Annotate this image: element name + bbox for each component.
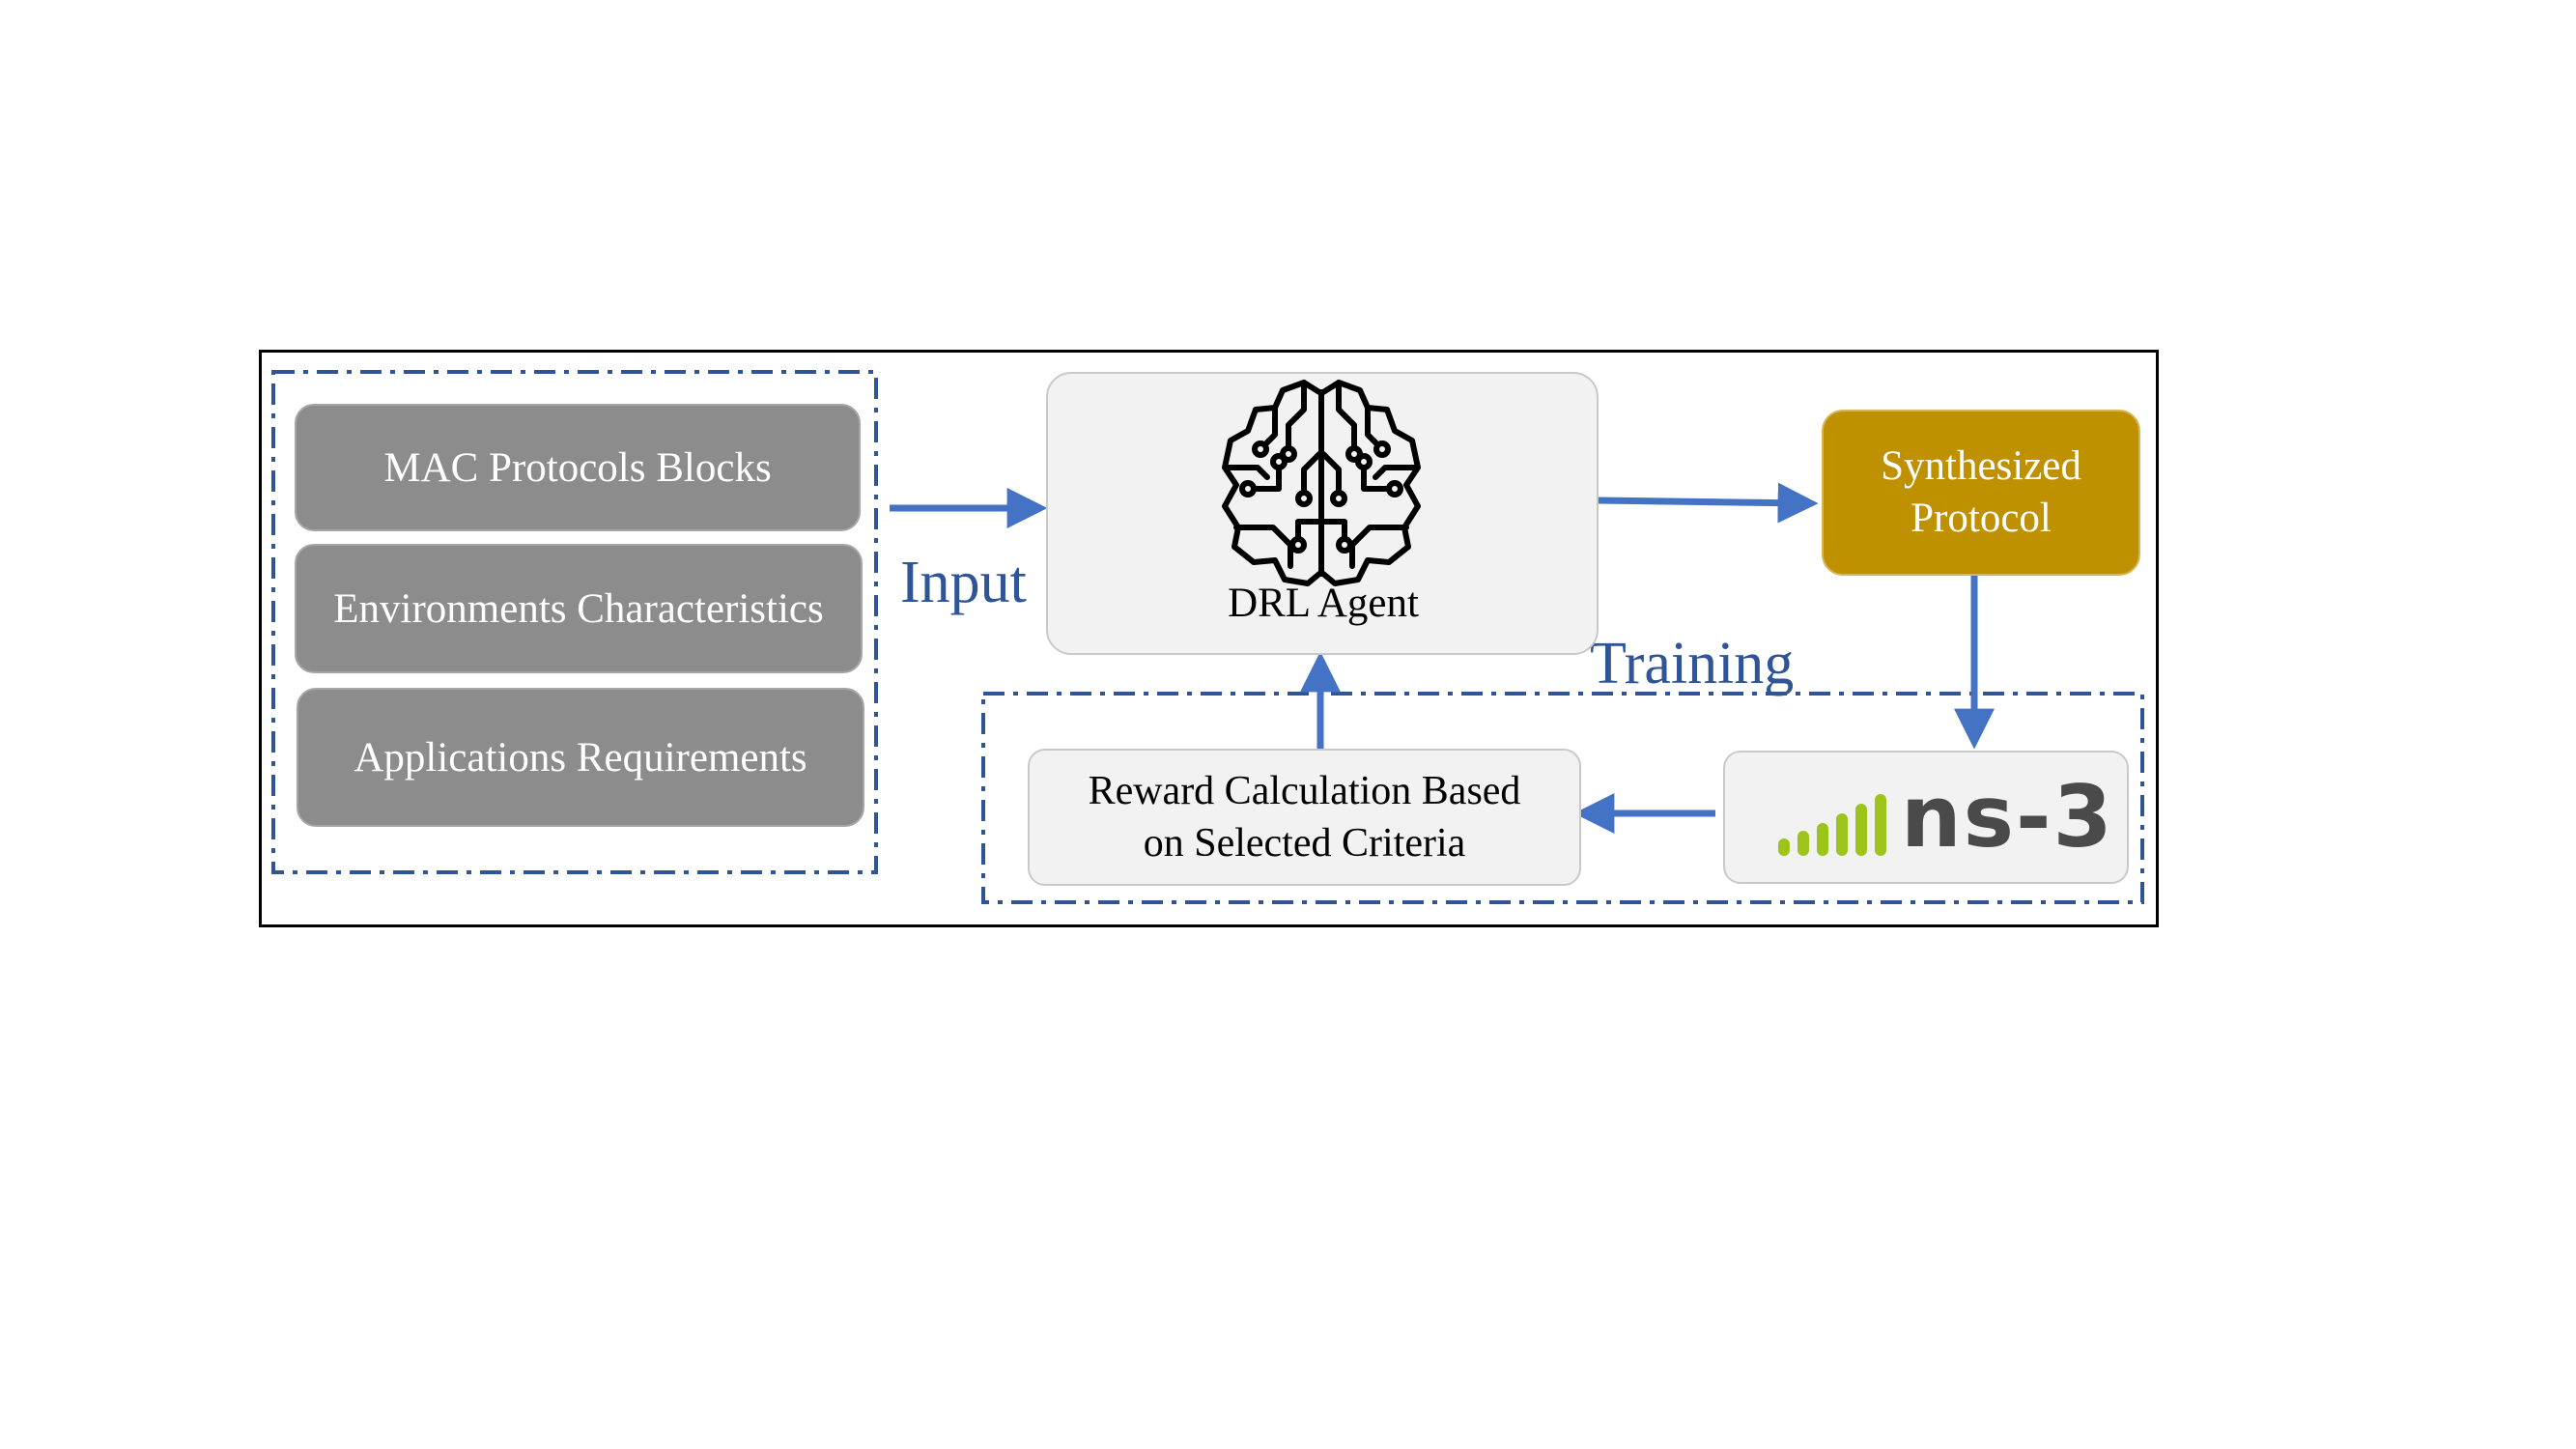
- applications-block: Applications Requirements: [297, 688, 864, 827]
- input-label: Input: [900, 550, 1027, 615]
- training-label: Training: [1590, 631, 1795, 696]
- signal-bars-icon: [1778, 794, 1886, 856]
- brain-circuit-icon: [1222, 380, 1421, 586]
- environments-label: Environments Characteristics: [333, 585, 824, 632]
- applications-label: Applications Requirements: [354, 734, 807, 781]
- environments-block: Environments Characteristics: [295, 544, 863, 673]
- drl-agent-label: DRL Agent: [1228, 581, 1419, 626]
- reward-calculation-box: Reward Calculation Based on Selected Cri…: [1028, 749, 1581, 886]
- reward-line1: Reward Calculation Based: [1088, 769, 1521, 813]
- mac-protocols-block: MAC Protocols Blocks: [295, 404, 861, 531]
- synthesized-protocol-box: Synthesized Protocol: [1822, 410, 2140, 576]
- ns3-logo-text: ns-3: [1901, 767, 2114, 867]
- mac-protocols-label: MAC Protocols Blocks: [383, 444, 772, 491]
- input-group-border: [271, 370, 878, 874]
- reward-line2: on Selected Criteria: [1143, 821, 1466, 866]
- synthesized-line2: Protocol: [1911, 496, 2052, 541]
- reward-text: Reward Calculation Based on Selected Cri…: [1089, 765, 1521, 869]
- diagram-frame: [259, 350, 2159, 927]
- synthesized-line1: Synthesized: [1881, 443, 2081, 489]
- ns3-simulator-box: [1723, 751, 2129, 884]
- synthesized-protocol-text: Synthesized Protocol: [1881, 440, 2081, 545]
- training-group-border: [981, 692, 2144, 904]
- agent-to-output-arrow: [1598, 482, 1819, 524]
